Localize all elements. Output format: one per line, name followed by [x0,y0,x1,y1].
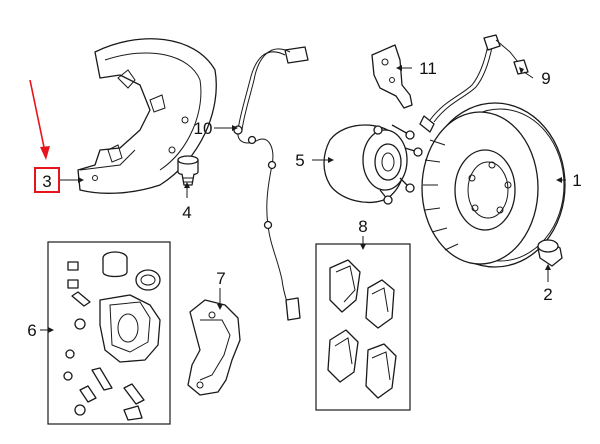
leader-arrowheads [48,65,562,333]
callout-9[interactable]: 9 [541,69,550,88]
part-5-hub-bearing[interactable] [323,124,423,205]
highlight-arrow [29,79,50,160]
callout-6[interactable]: 6 [27,321,36,340]
part-7-caliper-bracket[interactable] [187,299,241,396]
part-10-abs-sensor[interactable] [233,46,309,321]
hub-studs [373,124,423,205]
callout-8[interactable]: 8 [358,217,367,236]
part-2-nut[interactable] [537,239,563,267]
callout-10[interactable]: 10 [194,119,213,138]
highlight-box [34,167,60,193]
part-4-bolt[interactable] [177,155,199,186]
callout-1[interactable]: 1 [572,171,581,190]
part-11-bracket[interactable] [371,44,413,109]
callout-2[interactable]: 2 [543,285,552,304]
part-9-brake-hose[interactable] [419,34,529,133]
callout-7[interactable]: 7 [216,269,225,288]
callout-11[interactable]: 11 [419,59,437,78]
callout-3[interactable]: 3 [42,172,51,191]
callout-4[interactable]: 4 [182,203,191,222]
callout-labels: 3 4 5 10 11 9 1 2 6 7 8 [27,59,581,340]
part-1-rotor[interactable] [421,102,566,268]
part-8-pads-group[interactable] [315,243,411,411]
part-6-caliper-group[interactable] [47,241,171,425]
callout-5[interactable]: 5 [295,151,304,170]
leader-lines [40,67,566,331]
